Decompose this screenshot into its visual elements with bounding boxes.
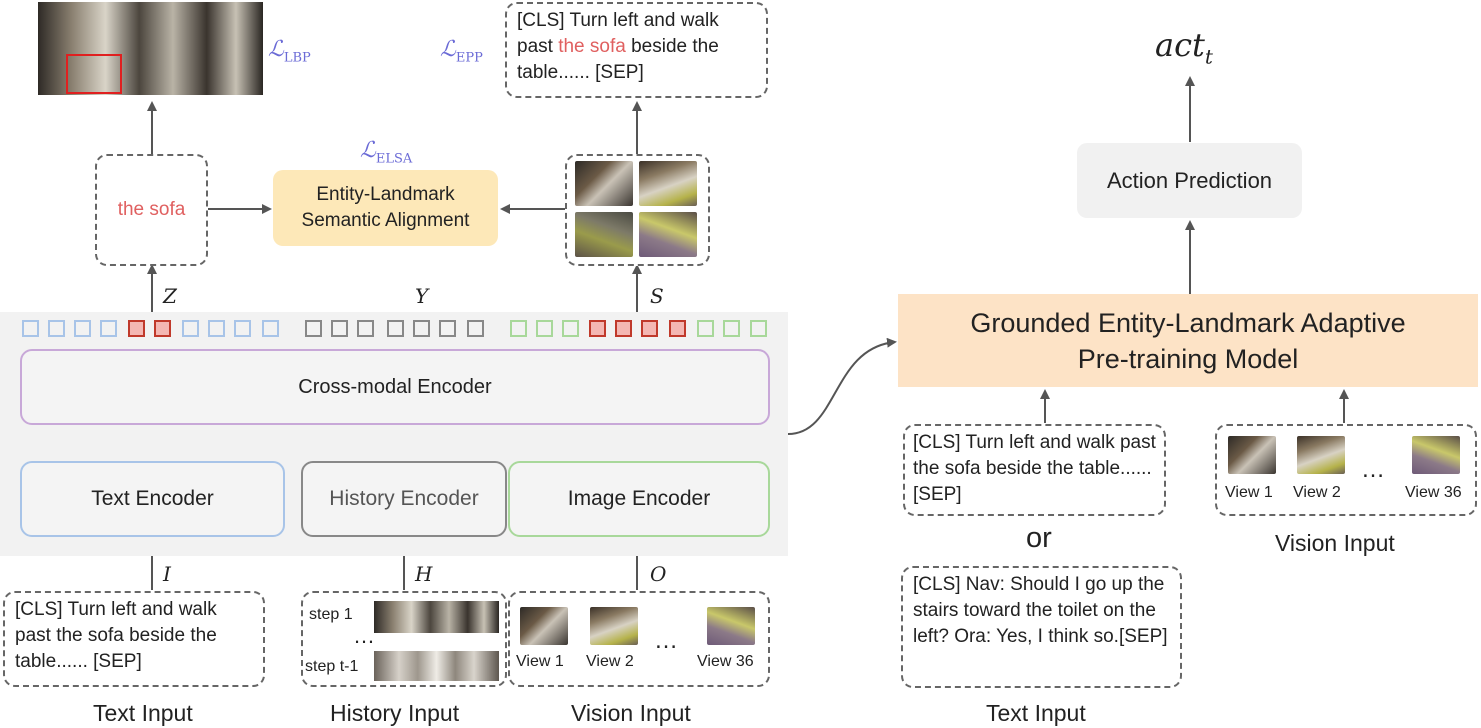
epp-output-box: [CLS] Turn left and walk past the sofa b… (505, 2, 768, 98)
right-vision-input-box: View 1 View 2 … View 36 (1215, 424, 1477, 516)
view-thumb (1228, 436, 1276, 474)
action-prediction-box: Action Prediction (1077, 143, 1302, 218)
view-dots: … (1361, 456, 1385, 483)
var-s: S (650, 284, 664, 308)
landmark-thumb (639, 161, 697, 206)
var-z: Z (163, 284, 177, 308)
history-encoder-label: History Encoder (329, 487, 479, 510)
text-token (182, 320, 199, 337)
landmark-token (641, 320, 658, 337)
text-encoder: Text Encoder (20, 461, 285, 537)
dialog-input-box: [CLS] Nav: Should I go up the stairs tow… (901, 566, 1182, 688)
text-token (262, 320, 279, 337)
history-stept1-image (374, 651, 499, 681)
history-token (387, 320, 404, 337)
vision-token (750, 320, 767, 337)
view-label: View 36 (697, 653, 754, 670)
var-i: I (163, 562, 171, 586)
view-label: View 36 (1405, 484, 1462, 501)
text-input-text: [CLS] Turn left and walk past the sofa b… (15, 599, 217, 672)
var-o: O (650, 562, 667, 586)
alignment-box: Entity-Landmark Semantic Alignment (273, 170, 498, 246)
landmark-token (589, 320, 606, 337)
view-thumb (590, 607, 638, 645)
history-step1-label: step 1 (309, 606, 353, 623)
act-output: actt (1155, 26, 1213, 69)
caption-history-input: History Input (330, 700, 460, 726)
var-h: H (415, 562, 433, 586)
landmark-bbox (66, 54, 122, 94)
loss-elsa: ℒELSA (360, 138, 413, 167)
landmark-thumb (639, 212, 697, 257)
history-stept1-label: step t-1 (305, 658, 359, 675)
landmark-thumb (575, 212, 633, 257)
cross-modal-encoder: Cross-modal Encoder (20, 349, 770, 425)
caption-right-vision-input: Vision Input (1275, 530, 1395, 556)
epp-output-text: [CLS] Turn left and walk past the sofa b… (517, 10, 719, 83)
caption-text-input: Text Input (93, 700, 193, 726)
text-token (48, 320, 65, 337)
vision-token (510, 320, 527, 337)
landmark-token (615, 320, 632, 337)
history-token (331, 320, 348, 337)
text-token (22, 320, 39, 337)
history-encoder: History Encoder (301, 461, 507, 537)
landmark-thumb (575, 161, 633, 206)
model-line1: Grounded Entity-Landmark Adaptive (970, 307, 1406, 338)
dialog-input-text: [CLS] Nav: Should I go up the stairs tow… (913, 574, 1168, 647)
view-thumb (1412, 436, 1460, 474)
entity-box: the sofa (95, 154, 208, 266)
panorama-image (38, 2, 263, 95)
alignment-line1: Entity-Landmark (316, 184, 455, 205)
pretraining-model-box: Grounded Entity-Landmark Adaptive Pre-tr… (898, 294, 1478, 387)
caption-right-text-input: Text Input (986, 700, 1086, 726)
right-text-input-box: [CLS] Turn left and walk past the sofa b… (903, 424, 1166, 516)
landmark-token (669, 320, 686, 337)
view-thumb (520, 607, 568, 645)
text-token (234, 320, 251, 337)
image-encoder: Image Encoder (508, 461, 770, 537)
view-thumb (707, 607, 755, 645)
vision-token (723, 320, 740, 337)
text-token (208, 320, 225, 337)
history-token (467, 320, 484, 337)
view-label: View 2 (1293, 484, 1341, 501)
history-token (413, 320, 430, 337)
view-thumb (1297, 436, 1345, 474)
history-token (439, 320, 456, 337)
loss-epp: ℒEPP (440, 37, 483, 66)
vision-input-box: View 1 View 2 … View 36 (508, 591, 770, 687)
alignment-line2: Semantic Alignment (301, 210, 470, 231)
text-encoder-label: Text Encoder (91, 487, 214, 510)
vision-token (697, 320, 714, 337)
var-y: Y (415, 284, 429, 308)
loss-lbp: ℒLBP (268, 37, 311, 66)
landmark-image-box (565, 154, 710, 266)
entity-token (128, 320, 145, 337)
entity-token (154, 320, 171, 337)
history-token (305, 320, 322, 337)
view-label: View 2 (586, 653, 634, 670)
vision-token (562, 320, 579, 337)
text-token (100, 320, 117, 337)
caption-vision-input: Vision Input (571, 700, 691, 726)
right-text-input-text: [CLS] Turn left and walk past the sofa b… (913, 432, 1156, 505)
image-encoder-label: Image Encoder (567, 487, 711, 510)
history-dots: … (353, 623, 375, 648)
history-step1-image (374, 601, 499, 633)
model-line2: Pre-training Model (1077, 343, 1299, 374)
history-input-box: step 1 … step t-1 (301, 591, 507, 687)
text-token (74, 320, 91, 337)
text-input-box: [CLS] Turn left and walk past the sofa b… (3, 591, 265, 687)
view-label: View 1 (1225, 484, 1273, 501)
view-dots: … (654, 627, 678, 654)
history-token (357, 320, 374, 337)
or-label: or (1026, 522, 1052, 554)
vision-token (536, 320, 553, 337)
cross-modal-encoder-label: Cross-modal Encoder (298, 375, 492, 398)
entity-text: the sofa (117, 199, 186, 220)
action-prediction-label: Action Prediction (1106, 167, 1273, 193)
view-label: View 1 (516, 653, 564, 670)
